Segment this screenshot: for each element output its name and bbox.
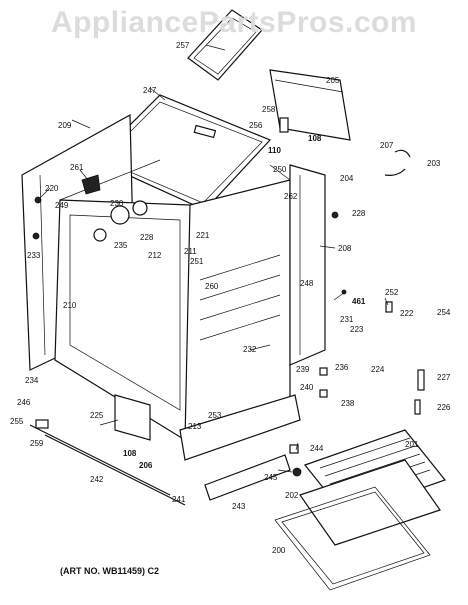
watermark: AppliancePartsPros.com bbox=[50, 6, 418, 39]
part-label-242: 242 bbox=[90, 475, 104, 484]
part-label-212: 212 bbox=[148, 251, 162, 260]
art-number-caption: (ART NO. WB11459) C2 bbox=[60, 566, 160, 576]
part-label-108b: 108 bbox=[123, 449, 137, 458]
part-label-244: 244 bbox=[310, 444, 324, 453]
part-label-461: 461 bbox=[352, 297, 366, 306]
part-label-201: 201 bbox=[405, 440, 419, 449]
part-label-245: 245 bbox=[264, 473, 278, 482]
part-number-labels: 257 205 247 258 256 108 110 209 207 203 … bbox=[10, 41, 451, 555]
part-label-220: 220 bbox=[45, 184, 59, 193]
part-label-240: 240 bbox=[300, 383, 314, 392]
part-label-254: 254 bbox=[437, 308, 451, 317]
part-label-249: 249 bbox=[55, 201, 69, 210]
part-label-205: 205 bbox=[326, 76, 340, 85]
control-panel-backguard bbox=[269, 69, 351, 141]
part-label-213: 213 bbox=[188, 422, 202, 431]
broiler-pan bbox=[299, 459, 441, 546]
part-label-241: 241 bbox=[172, 495, 186, 504]
part-label-259: 259 bbox=[30, 439, 44, 448]
oven-body bbox=[54, 159, 291, 441]
part-label-256: 256 bbox=[249, 121, 263, 130]
part-label-224: 224 bbox=[371, 365, 385, 374]
part-label-238: 238 bbox=[341, 399, 355, 408]
part-label-228a: 228 bbox=[352, 209, 366, 218]
part-label-233: 233 bbox=[27, 251, 41, 260]
part-label-236: 236 bbox=[335, 363, 349, 372]
burner-valve-assembly bbox=[81, 174, 148, 242]
part-label-207: 207 bbox=[380, 141, 394, 150]
part-label-231: 231 bbox=[340, 315, 354, 324]
part-label-262: 262 bbox=[284, 192, 298, 201]
part-label-230: 230 bbox=[110, 199, 124, 208]
part-label-221: 221 bbox=[196, 231, 210, 240]
part-label-239: 239 bbox=[296, 365, 310, 374]
part-label-257: 257 bbox=[176, 41, 190, 50]
drawer-base-rails bbox=[29, 394, 186, 506]
part-label-225: 225 bbox=[90, 411, 104, 420]
part-label-223: 223 bbox=[350, 325, 364, 334]
part-label-110: 110 bbox=[268, 146, 281, 155]
part-label-252: 252 bbox=[385, 288, 399, 297]
part-label-255: 255 bbox=[10, 417, 24, 426]
part-label-222: 222 bbox=[400, 309, 414, 318]
part-label-260: 260 bbox=[205, 282, 219, 291]
part-label-203: 203 bbox=[427, 159, 441, 168]
part-label-251: 251 bbox=[190, 257, 204, 266]
part-label-258: 258 bbox=[262, 105, 276, 114]
oven-rack-rails bbox=[199, 254, 281, 341]
cooktop bbox=[93, 94, 272, 211]
part-label-211: 211 bbox=[184, 247, 197, 256]
part-label-227: 227 bbox=[437, 373, 451, 382]
part-label-206: 206 bbox=[139, 461, 153, 470]
top-cover-panel bbox=[187, 9, 263, 81]
part-label-108a: 108 bbox=[308, 134, 322, 143]
part-label-250: 250 bbox=[273, 165, 287, 174]
part-label-248: 248 bbox=[300, 279, 314, 288]
part-label-232: 232 bbox=[243, 345, 257, 354]
leader-lines bbox=[39, 44, 389, 473]
part-label-261: 261 bbox=[70, 163, 84, 172]
oven-rack bbox=[274, 486, 431, 591]
part-label-247: 247 bbox=[143, 86, 157, 95]
part-label-208: 208 bbox=[338, 244, 352, 253]
part-label-204: 204 bbox=[340, 174, 354, 183]
part-label-210: 210 bbox=[63, 301, 77, 310]
part-label-246: 246 bbox=[17, 398, 31, 407]
part-label-209: 209 bbox=[58, 121, 72, 130]
lower-front-panel bbox=[179, 394, 301, 501]
small-hardware bbox=[32, 117, 425, 477]
part-label-226: 226 bbox=[437, 403, 451, 412]
part-label-202: 202 bbox=[285, 491, 299, 500]
part-label-234: 234 bbox=[25, 376, 39, 385]
part-label-253: 253 bbox=[208, 411, 222, 420]
part-label-243: 243 bbox=[232, 502, 246, 511]
part-label-200: 200 bbox=[272, 546, 286, 555]
right-side-panel bbox=[289, 164, 326, 366]
part-label-228b: 228 bbox=[140, 233, 154, 242]
part-label-235: 235 bbox=[114, 241, 128, 250]
